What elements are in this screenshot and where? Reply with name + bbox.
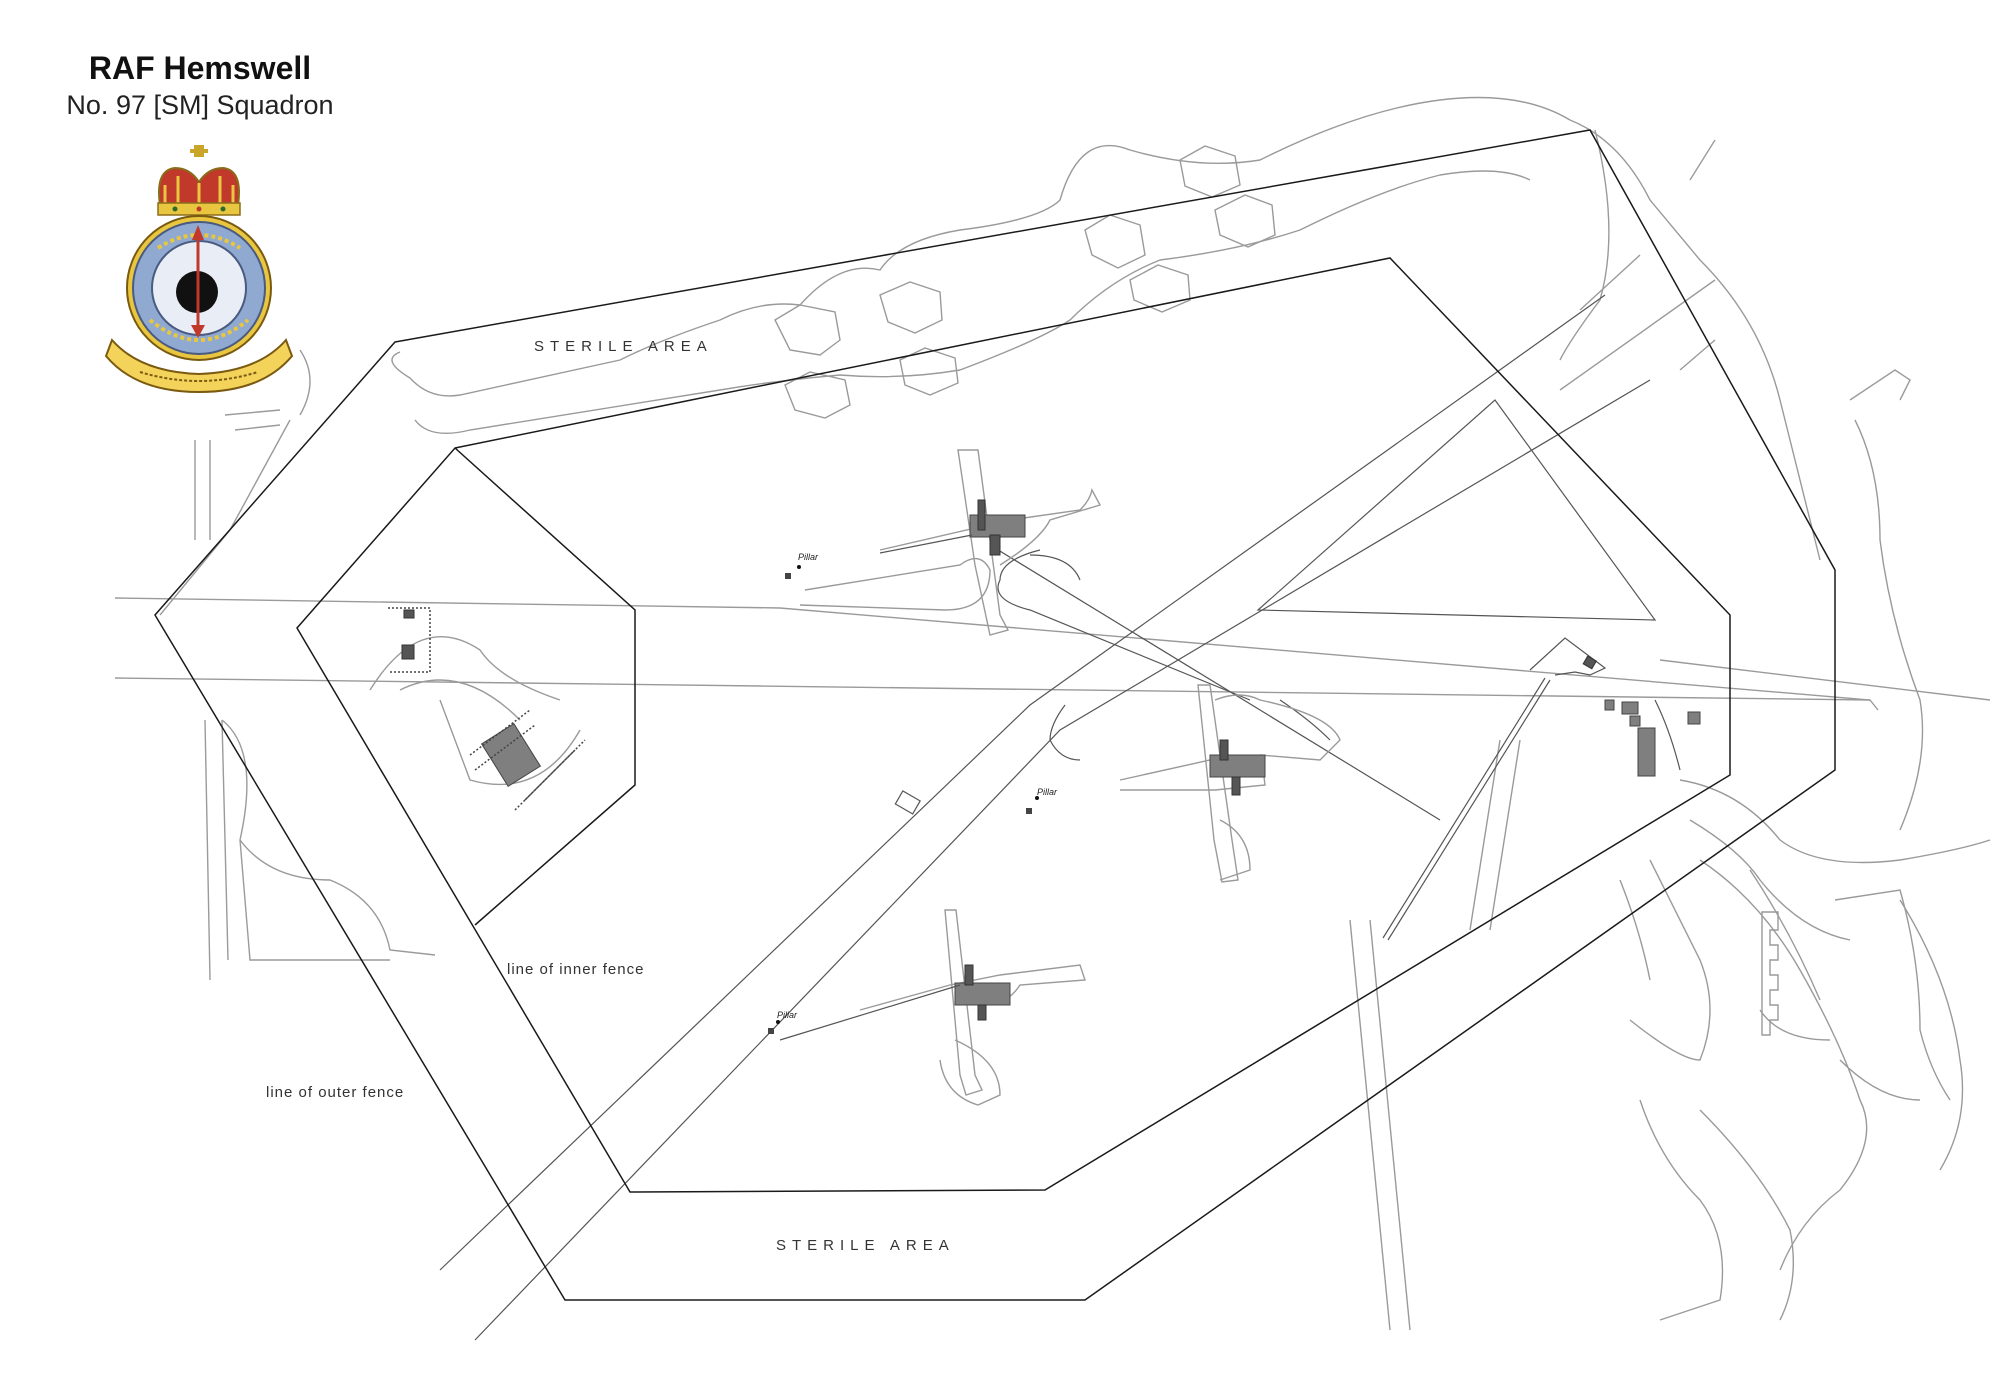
launch-emplacement-2	[1119, 684, 1341, 883]
sterile-area-label-top: STERILE AREA	[534, 338, 713, 355]
guardhouse	[1382, 637, 1701, 941]
launch-emplacement-1	[799, 449, 1102, 636]
parking-bays	[1761, 911, 1779, 1036]
pillar-markers: Pillar Pillar Pillar	[768, 552, 1058, 1034]
apron-triangles	[1256, 399, 1657, 621]
taxiways	[114, 96, 1991, 1331]
launch-emplacement-3	[779, 909, 1086, 1106]
inner-fence	[296, 257, 1731, 1193]
pillar-label-3: Pillar	[777, 1010, 798, 1020]
technical-area	[388, 607, 921, 815]
page-title: RAF Hemswell	[88, 50, 312, 86]
page-subtitle: No. 97 [SM] Squadron	[66, 90, 334, 120]
pillar-label-2: Pillar	[1037, 787, 1058, 797]
runways	[439, 294, 1651, 1341]
outer-fence	[154, 129, 1836, 1301]
pillar-label-1: Pillar	[798, 552, 819, 562]
outer-fence-label: line of outer fence	[266, 1084, 404, 1101]
sterile-area-label-bottom: STERILE AREA	[776, 1237, 955, 1254]
inner-fence-label: line of inner fence	[507, 961, 644, 978]
